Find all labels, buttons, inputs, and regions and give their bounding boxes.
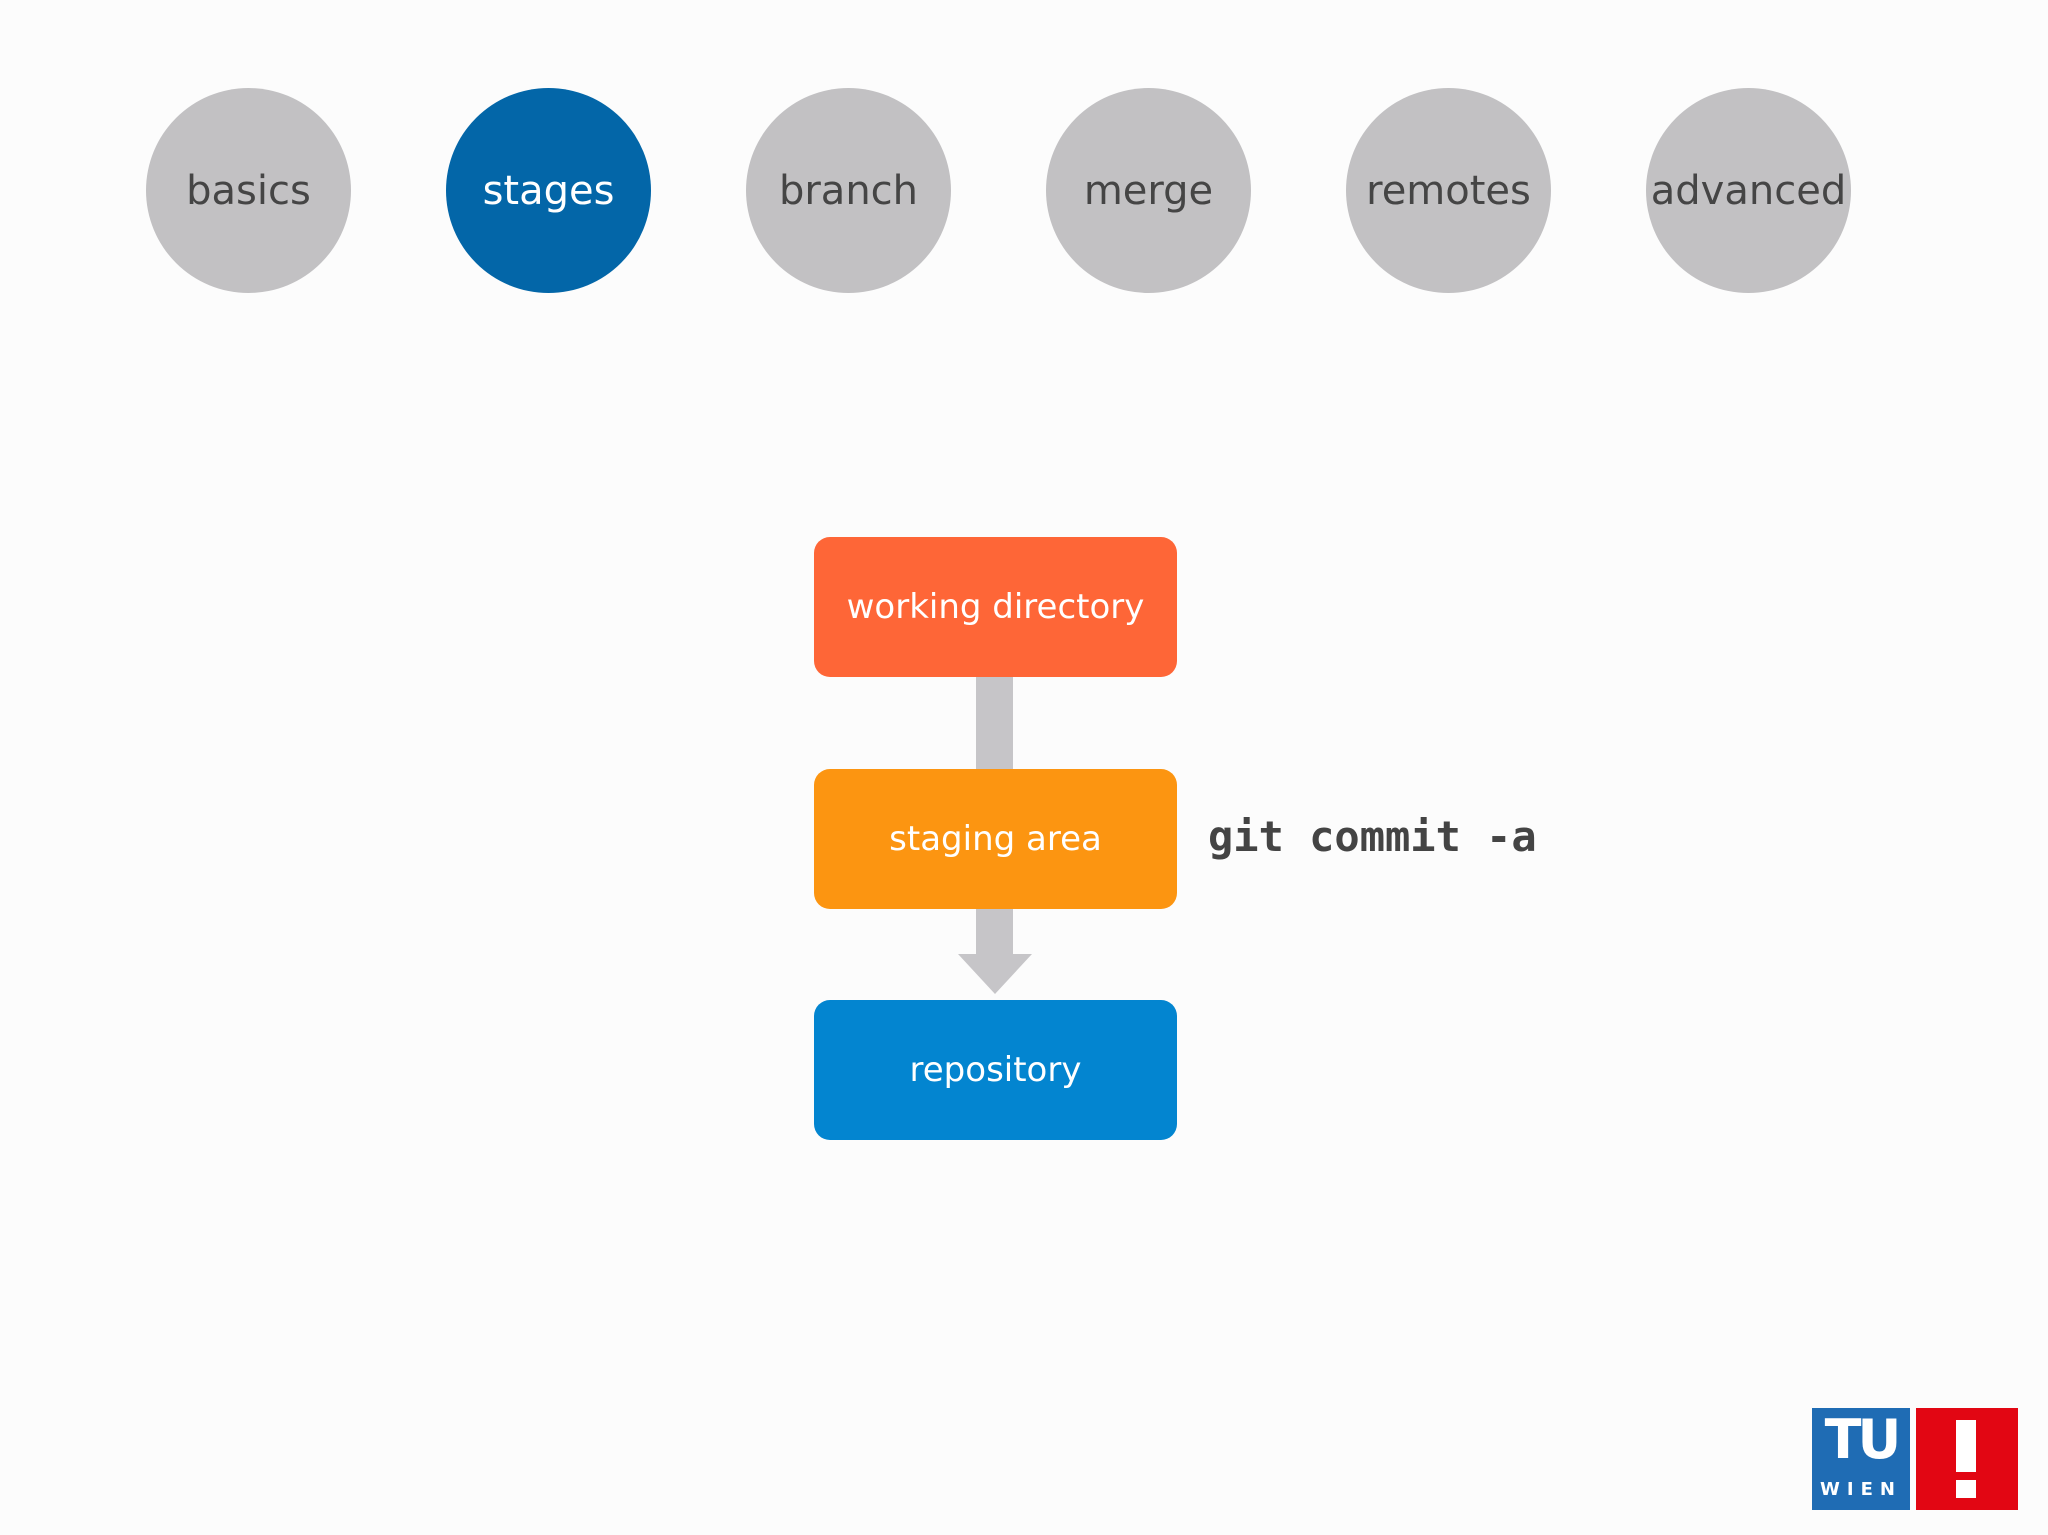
tu-wien-logo: TU WIEN — [1812, 1408, 2018, 1510]
nav-item-label: advanced — [1650, 167, 1847, 214]
staging-area-box: staging area — [814, 769, 1177, 909]
arrow-shaft — [976, 909, 1013, 955]
logo-subtitle: WIEN — [1820, 1479, 1902, 1500]
nav-item-basics[interactable]: basics — [146, 88, 351, 293]
connector-line — [976, 677, 1013, 769]
nav-item-label: merge — [1083, 167, 1214, 214]
box-label: working directory — [846, 587, 1145, 627]
logo-blue-block: TU WIEN — [1812, 1408, 1910, 1510]
arrow-down-icon — [958, 954, 1032, 994]
nav-item-label: basics — [186, 167, 311, 214]
nav-item-label: branch — [778, 167, 919, 214]
nav-item-branch[interactable]: branch — [746, 88, 951, 293]
logo-letters: TU — [1824, 1408, 1902, 1471]
git-command-label: git commit -a — [1208, 812, 1537, 861]
logo-exclamation-icon — [1916, 1408, 2018, 1510]
box-label: repository — [909, 1050, 1082, 1090]
box-label: staging area — [889, 819, 1102, 859]
nav-item-label: remotes — [1366, 167, 1531, 214]
nav-item-label: stages — [482, 167, 615, 214]
nav-item-stages[interactable]: stages — [446, 88, 651, 293]
working-directory-box: working directory — [814, 537, 1177, 677]
nav-item-advanced[interactable]: advanced — [1646, 88, 1851, 293]
repository-box: repository — [814, 1000, 1177, 1140]
nav-item-merge[interactable]: merge — [1046, 88, 1251, 293]
nav-item-remotes[interactable]: remotes — [1346, 88, 1551, 293]
